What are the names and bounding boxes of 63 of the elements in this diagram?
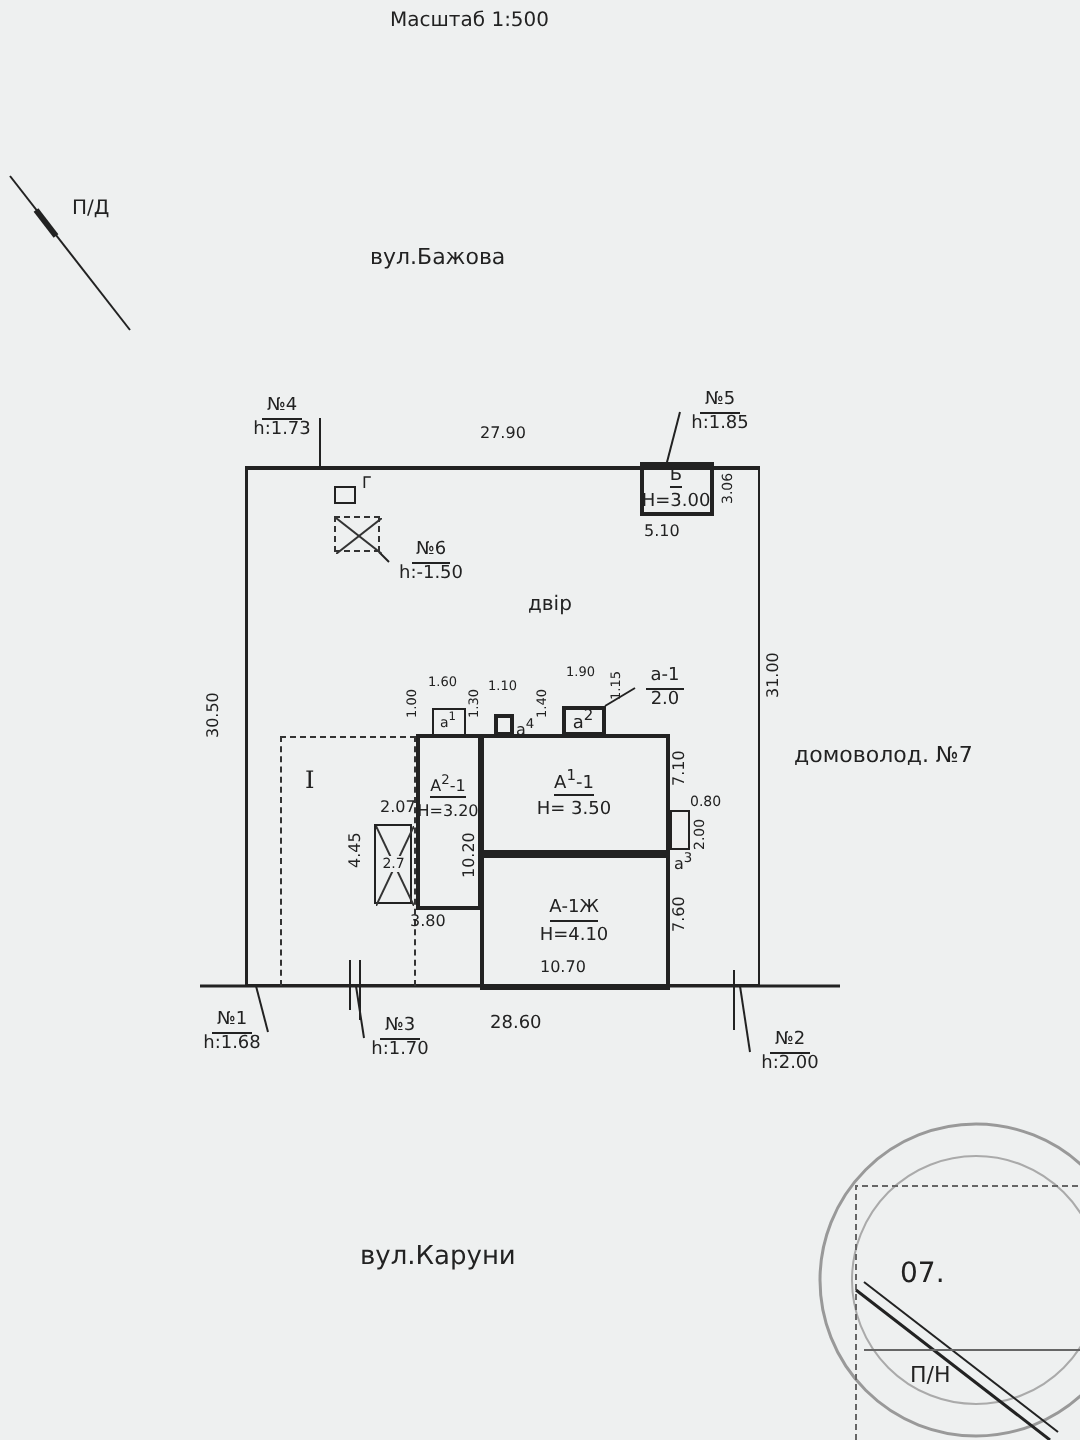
leader-line [378, 551, 390, 563]
small-structure-box [333, 486, 355, 504]
leader-note-text: №6 [411, 540, 451, 563]
dash-dot-outline [279, 736, 415, 986]
building-outline [479, 734, 669, 854]
place-name: домоволод. №7 [794, 744, 973, 766]
leader-note-text: h:2.00 [761, 1053, 819, 1074]
dimension-label: 5.10 [644, 524, 680, 540]
dimension-label: 3.80 [410, 914, 446, 930]
leader-line [665, 411, 681, 467]
height-label: Н=4.10 [539, 925, 609, 946]
leader-line [739, 985, 751, 1053]
height-label: Н= 3.50 [536, 800, 612, 821]
crossed-box [374, 823, 413, 904]
height-label: Н=3.00 [641, 492, 711, 513]
building-outline [415, 734, 481, 910]
leader-note-text: h:-1.50 [398, 563, 464, 584]
leader-note-text: №3 [380, 1016, 420, 1039]
scale-label: Масштаб 1:500 [390, 12, 550, 32]
structure-label: Г [362, 476, 372, 492]
pole-label: П/Д [72, 200, 110, 220]
leader-note-text: 2.0 [650, 689, 680, 710]
stamp-text: П/Н [910, 1364, 951, 1386]
street-name: вул.Бажова [370, 246, 506, 268]
building-label: двір [528, 594, 572, 617]
building-label: А$^{1}$-1 [554, 767, 594, 796]
leader-note-text: h:1.70 [371, 1039, 429, 1060]
leader-note-text: h:1.68 [203, 1033, 261, 1054]
leader-note-text: h:1.73 [253, 419, 311, 440]
dimension-label: 7.10 [672, 750, 688, 786]
leader-line [319, 417, 321, 467]
leader-line [604, 687, 636, 707]
dimension-label: 4.45 [348, 832, 364, 868]
leader-note-text: №2 [770, 1030, 810, 1053]
leader-note-text: №5 [700, 390, 740, 413]
building-outline [561, 706, 605, 736]
building-label: А-1Ж [549, 898, 599, 921]
building-outline [493, 714, 513, 736]
leader-line [355, 985, 365, 1039]
dimension-label: 10.70 [540, 960, 586, 976]
leader-note-text: №4 [262, 396, 302, 419]
building-label: А$^{2}$-1 [430, 774, 466, 798]
dimension-label: 10.20 [462, 832, 478, 878]
street-name: вул.Каруни [360, 1244, 516, 1270]
small-structure-box [669, 810, 689, 850]
building-outline [639, 462, 713, 516]
building-outline [431, 708, 465, 736]
dimension-label: 28.60 [490, 1016, 542, 1034]
leader-line [255, 985, 269, 1033]
dimension-label: 27.90 [480, 426, 526, 442]
leader-note-text: №1 [212, 1010, 252, 1033]
dimension-label: 31.00 [766, 652, 782, 698]
dimension-label: 30.50 [206, 692, 222, 738]
date-text: 07. [900, 1260, 945, 1288]
leader-note-text: h:1.85 [691, 413, 749, 434]
structure-label: а$^{3}$ [674, 852, 693, 874]
dimension-label: 7.60 [672, 896, 688, 932]
yard-outline [246, 466, 760, 986]
building-label: I [305, 768, 315, 796]
dashed-crossed-box [333, 516, 379, 552]
dimension-label: 2.07 [380, 800, 416, 816]
leader-note-text: а-1 [646, 666, 684, 689]
building-outline [479, 854, 669, 990]
